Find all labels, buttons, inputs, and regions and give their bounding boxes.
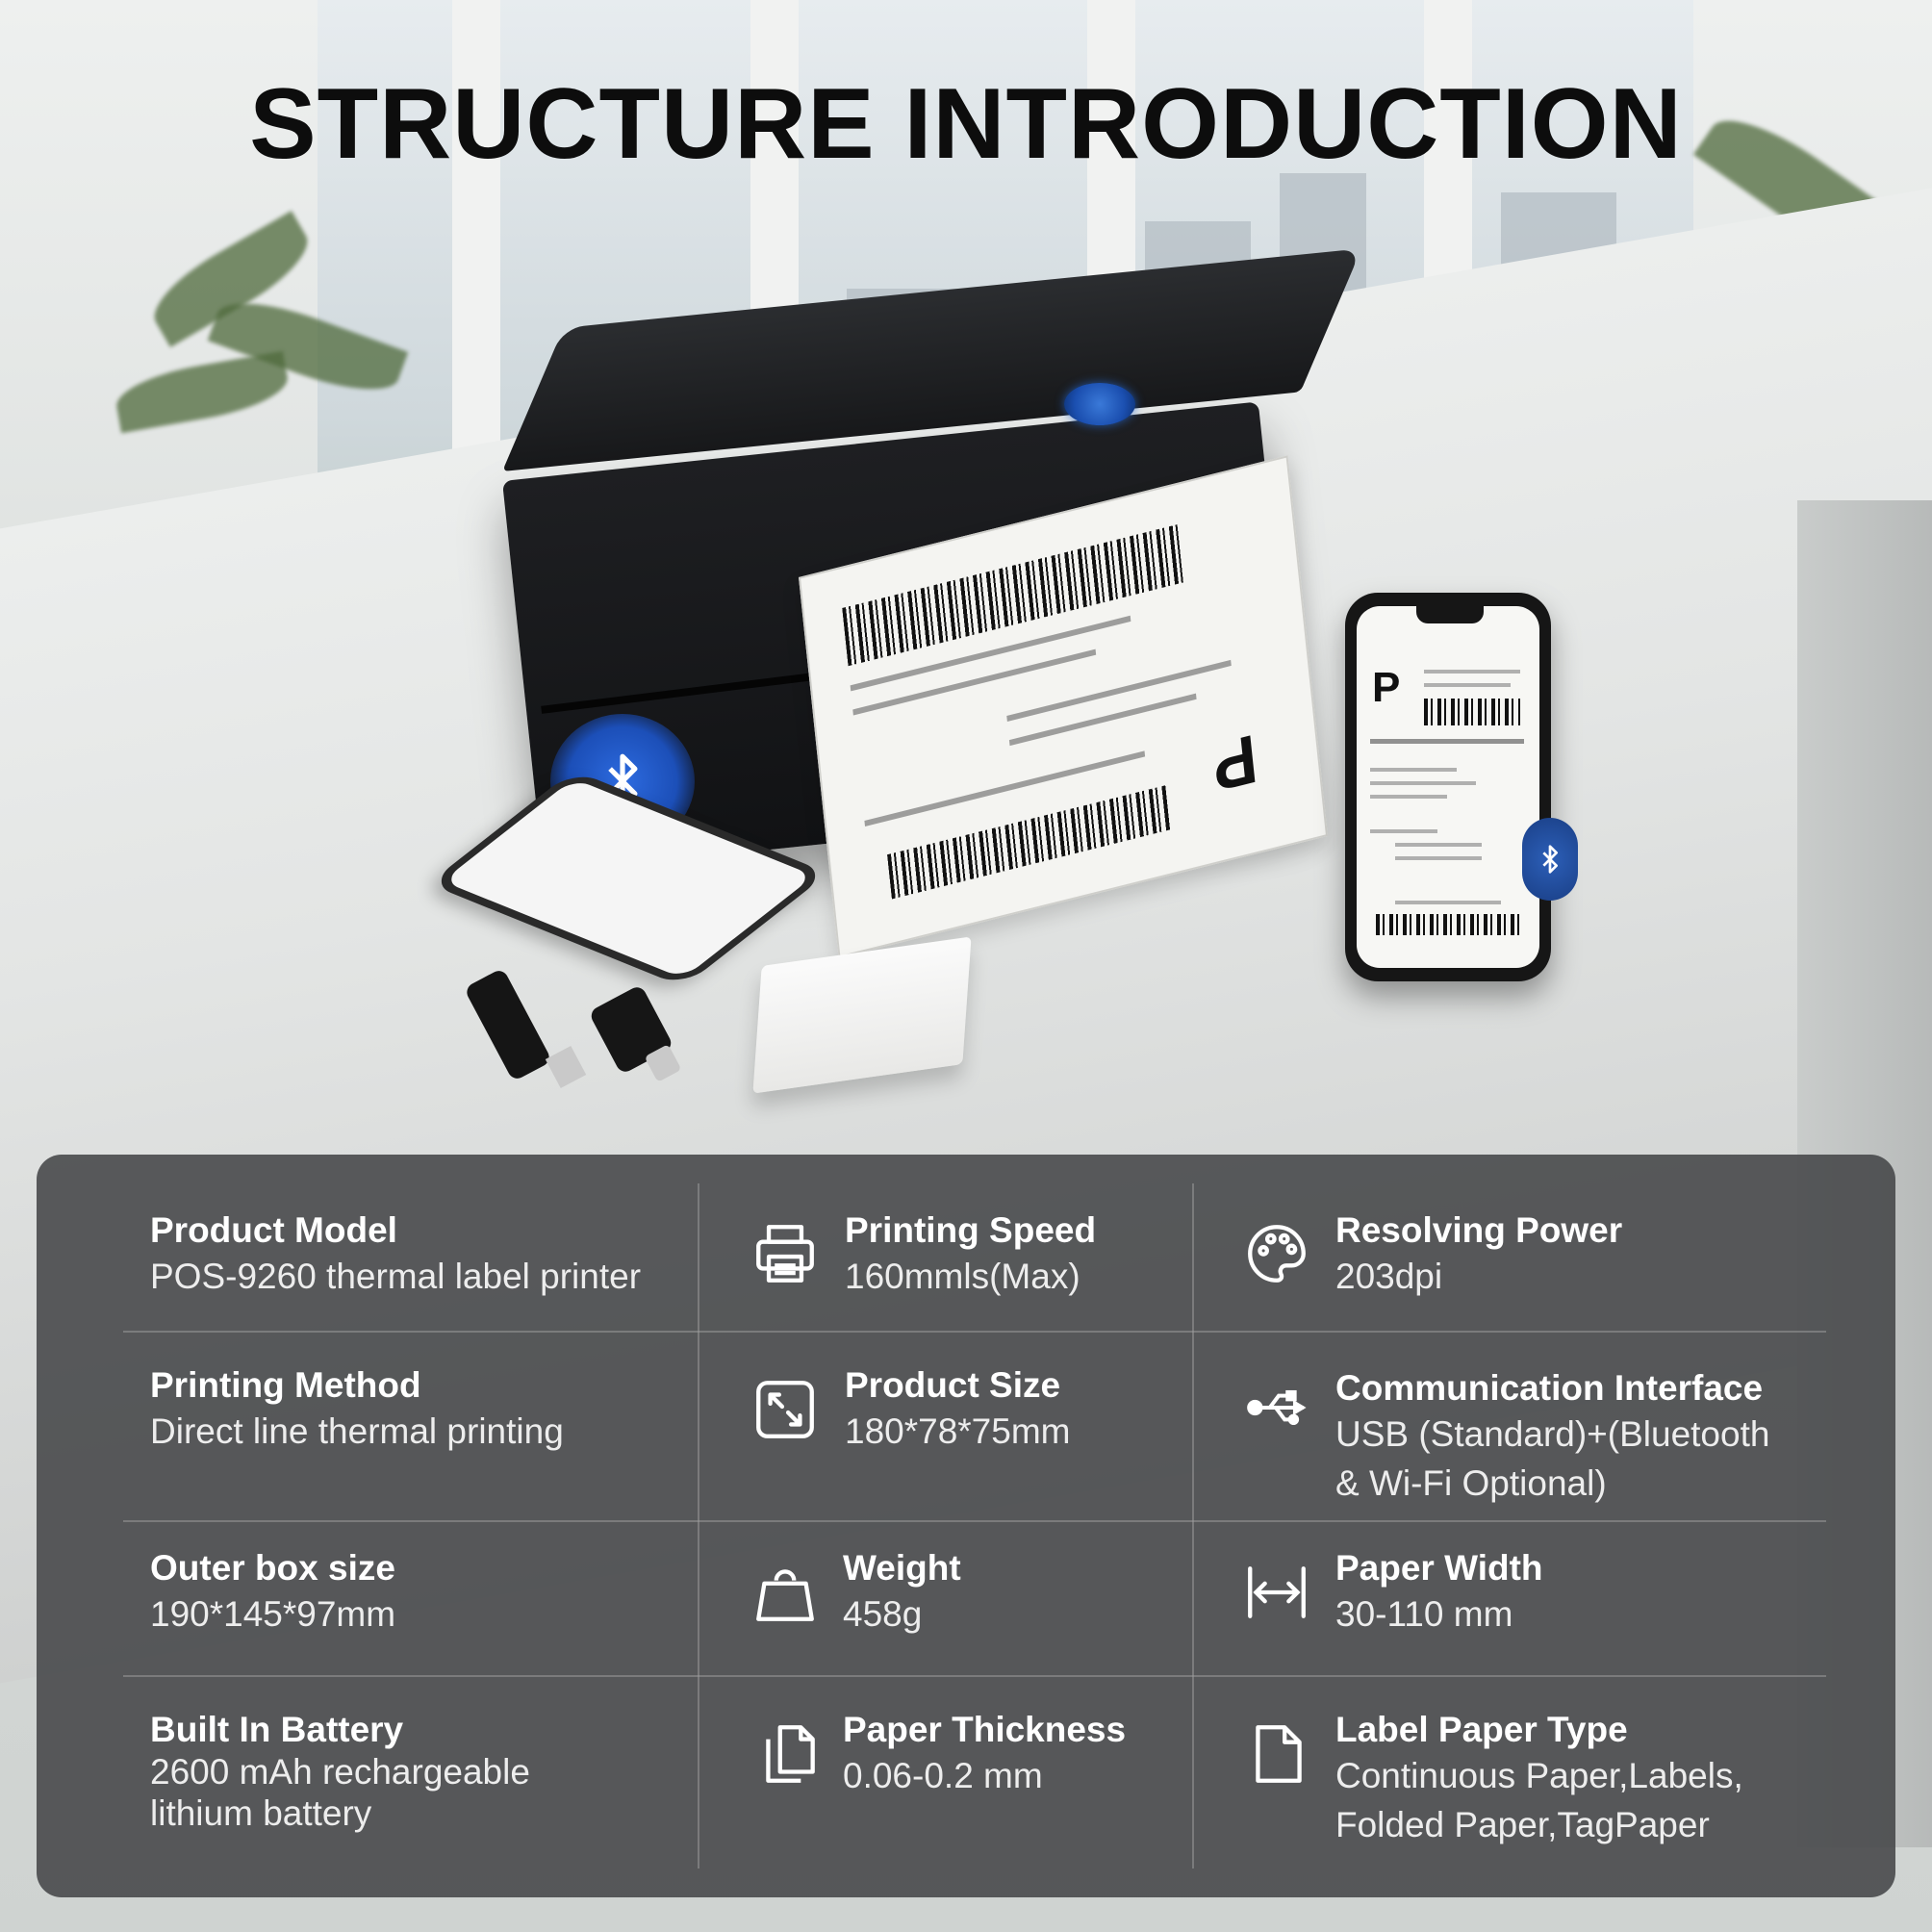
spec-value: 458g [843, 1593, 923, 1634]
spec-value-line: Continuous Paper,Labels, [1335, 1755, 1743, 1795]
spec-label: Resolving Power [1335, 1210, 1623, 1250]
spec-printing-method: Printing Method Direct line thermal prin… [150, 1365, 564, 1456]
divider [123, 1675, 1826, 1677]
spec-label: Product Model [150, 1210, 397, 1250]
power-button-icon [1064, 383, 1135, 425]
palette-icon [1241, 1218, 1312, 1289]
spec-value-line: USB (Standard)+(Bluetooth [1335, 1413, 1770, 1454]
spec-label: Communication Interface [1335, 1368, 1764, 1408]
spec-label: Label Paper Type [1335, 1710, 1628, 1749]
barcode [887, 784, 1172, 900]
divider [123, 1331, 1826, 1333]
spec-label: Paper Width [1335, 1548, 1543, 1588]
page-title: STRUCTURE INTRODUCTION [249, 68, 1683, 180]
spec-paper-width: Paper Width 30-110 mm [1335, 1548, 1543, 1639]
spec-built-in-battery: Built In Battery 2600 mAh rechargeable l… [150, 1710, 530, 1835]
document-icon [1243, 1718, 1314, 1790]
spec-value: 0.06-0.2 mm [843, 1755, 1043, 1795]
spec-value: 160mmls(Max) [845, 1256, 1080, 1296]
spec-value: 203dpi [1335, 1256, 1443, 1296]
spec-label: Weight [843, 1548, 961, 1588]
bluetooth-icon [1522, 818, 1578, 901]
priority-p-mark: P [1208, 720, 1261, 806]
spec-weight: Weight 458g [843, 1548, 961, 1639]
spec-value: 190*145*97mm [150, 1593, 396, 1634]
spec-label: Product Size [845, 1365, 1061, 1405]
spec-printing-speed: Printing Speed 160mmls(Max) [845, 1210, 1096, 1301]
spec-value: 180*78*75mm [845, 1411, 1071, 1451]
divider [1192, 1183, 1194, 1868]
spec-value-line: & Wi-Fi Optional) [1335, 1463, 1607, 1504]
spec-label: Paper Thickness [843, 1710, 1127, 1749]
specs-panel: Product Model POS-9260 thermal label pri… [37, 1155, 1895, 1897]
spec-paper-thickness: Paper Thickness 0.06-0.2 mm [843, 1710, 1126, 1800]
phone-screen: P [1357, 606, 1539, 968]
weight-icon [750, 1557, 821, 1628]
spec-value: Direct line thermal printing [150, 1411, 564, 1451]
spec-value-line: lithium battery [150, 1793, 372, 1834]
usb-icon [1237, 1372, 1320, 1443]
divider [123, 1520, 1826, 1522]
smartphone: P [1345, 593, 1551, 981]
spec-label: Printing Method [150, 1365, 421, 1405]
resize-icon [750, 1374, 821, 1445]
spec-value: POS-9260 thermal label printer [150, 1256, 642, 1296]
spec-product-size: Product Size 180*78*75mm [845, 1365, 1070, 1456]
divider [698, 1183, 699, 1868]
priority-p-mark: P [1372, 664, 1401, 711]
spec-outer-box-size: Outer box size 190*145*97mm [150, 1548, 395, 1639]
spec-label: Built In Battery [150, 1710, 404, 1749]
spec-resolving-power: Resolving Power 203dpi [1335, 1210, 1622, 1301]
spec-value-line: 2600 mAh rechargeable [150, 1751, 530, 1792]
spec-value-line: Folded Paper,TagPaper [1335, 1805, 1710, 1845]
width-arrows-icon [1241, 1557, 1312, 1628]
spec-product-model: Product Model POS-9260 thermal label pri… [150, 1210, 641, 1301]
documents-icon [753, 1718, 825, 1790]
printer-icon [750, 1218, 821, 1289]
spec-label-paper-type: Label Paper Type Continuous Paper,Labels… [1335, 1710, 1743, 1850]
spec-label: Printing Speed [845, 1210, 1097, 1250]
spec-label: Outer box size [150, 1548, 395, 1588]
spec-communication-interface: Communication Interface USB (Standard)+(… [1335, 1368, 1769, 1509]
plant-leaf [112, 350, 292, 434]
spec-value: 30-110 mm [1335, 1593, 1513, 1634]
